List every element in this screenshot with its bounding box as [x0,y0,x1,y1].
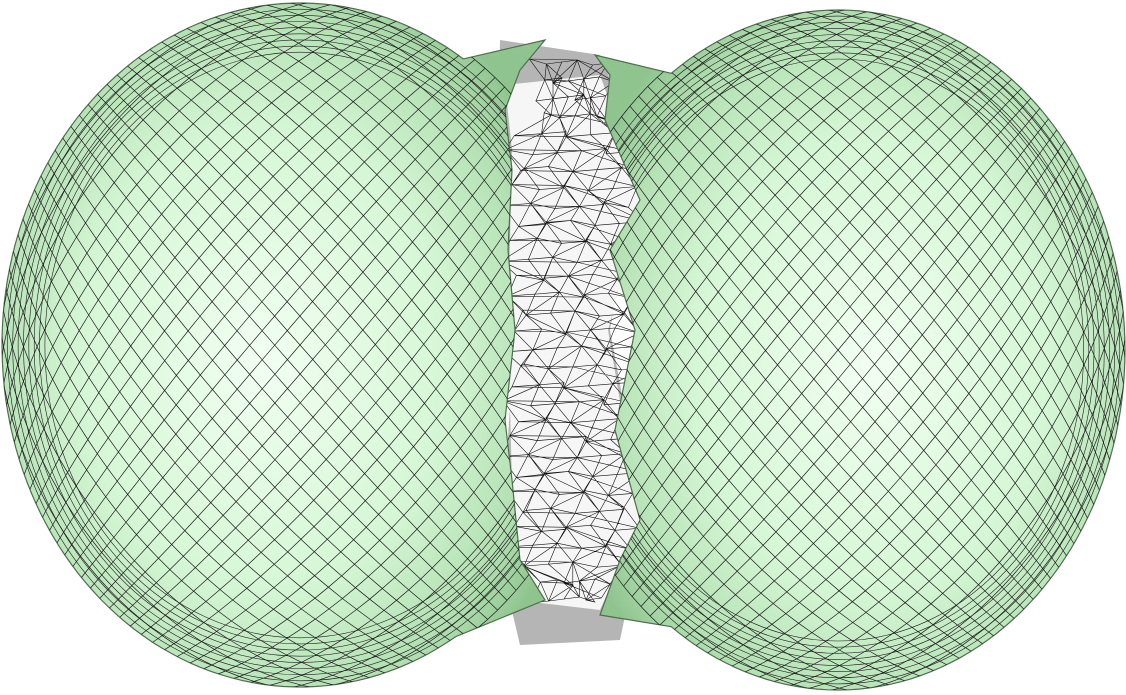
mesh-rim-ring [28,33,545,657]
mesh-rim-ring [33,39,545,651]
junction-triangle-lines [500,58,647,604]
mesh-grid-line [267,304,545,687]
mesh-grid-line [595,188,978,656]
mesh-grid-line [2,272,367,686]
mesh-rim-ring [23,27,545,663]
mesh-grid-line [791,291,1125,690]
mesh-grid-line [19,210,421,666]
mesh-rim-ring [595,28,1110,672]
mesh-rim-ring [595,34,1105,666]
mesh-grid-line [95,107,523,604]
right-sphere-quad-mesh [595,10,1125,690]
junction-triangle-mesh [500,58,647,604]
mesh-grid-line [114,129,540,622]
mesh-grid-line [2,326,320,687]
mesh-grid-line [701,185,1096,658]
mesh-grid-line [621,116,1038,605]
mesh-grid-line [58,132,488,620]
mesh-rim-ring [595,40,1100,660]
mesh-grid-line [679,159,1084,643]
mesh-grid-line [66,120,498,611]
mesh-grid-line [595,331,857,690]
mesh-grid-line [2,307,336,687]
mesh-grid-line [629,105,1047,595]
left-sphere-quad-mesh [2,3,545,687]
mesh-rim-ring [12,14,545,676]
mesh-grid-line [806,309,1125,690]
mesh-rim-ring [39,45,545,645]
mesh-grid-line [690,171,1090,650]
mesh-grid-line [750,242,1117,682]
mesh-grid-line [595,278,902,689]
mesh-grid-line [14,224,408,672]
mesh-grid-line [640,113,1053,607]
mesh-rim-ring [595,52,1090,648]
mesh-grid-line [37,169,457,645]
mesh-grid-line [763,258,1121,686]
mesh-grid-line [74,109,508,601]
mesh-grid-line [251,286,545,687]
mesh-grid-line [24,196,433,660]
mesh-grid-line [822,328,1125,690]
mesh-rim-ring [595,58,1084,642]
mesh-grid-line [712,198,1102,664]
mesh-grid-line [222,252,545,683]
mesh-grid-line [669,147,1076,634]
mesh-grid-line [2,289,352,687]
mesh-grid-line [9,240,395,677]
mesh-grid-line [659,135,1069,626]
mesh-grid-line [777,274,1125,690]
mesh-grid-line [595,261,916,685]
mesh-grid-line [135,153,545,639]
mesh-grid-line [724,212,1108,671]
mesh-grid-line [595,175,989,648]
mesh-rim-ring [7,8,545,682]
left-sphere [1,2,547,688]
mesh-grid-line [595,295,888,690]
mesh-grid-line [104,118,532,613]
mesh-grid-line [284,323,545,687]
mesh-grid-line [598,150,1010,632]
mesh-grid-line [51,144,478,629]
mesh-grid-line [649,124,1061,617]
mesh-grid-line [595,162,999,641]
mesh-grid-line [146,165,545,647]
mesh-grid-line [613,127,1029,614]
mesh-grid-line [208,236,545,679]
right-sphere [593,9,1126,691]
mesh-grid-line [83,99,517,591]
mesh-grid-line [43,156,468,637]
mesh-grid-line [595,313,873,690]
mesh-grid-line [236,268,545,687]
mesh-rim-ring [595,21,1116,679]
left-sphere-surface [1,2,547,688]
right-sphere-surface [593,9,1126,691]
mesh-grid-line [605,138,1020,624]
mesh-rim-ring [595,15,1121,685]
mesh-grid-line [30,182,445,653]
mesh-rim-ring [595,46,1095,654]
mesh-grid-line [124,141,545,631]
mesh-grid-line [737,227,1113,677]
junction-surface [505,75,645,610]
mesh-rim-ring [44,51,545,639]
mesh-rim-ring [17,21,545,669]
mesh-grid-line [5,256,381,682]
